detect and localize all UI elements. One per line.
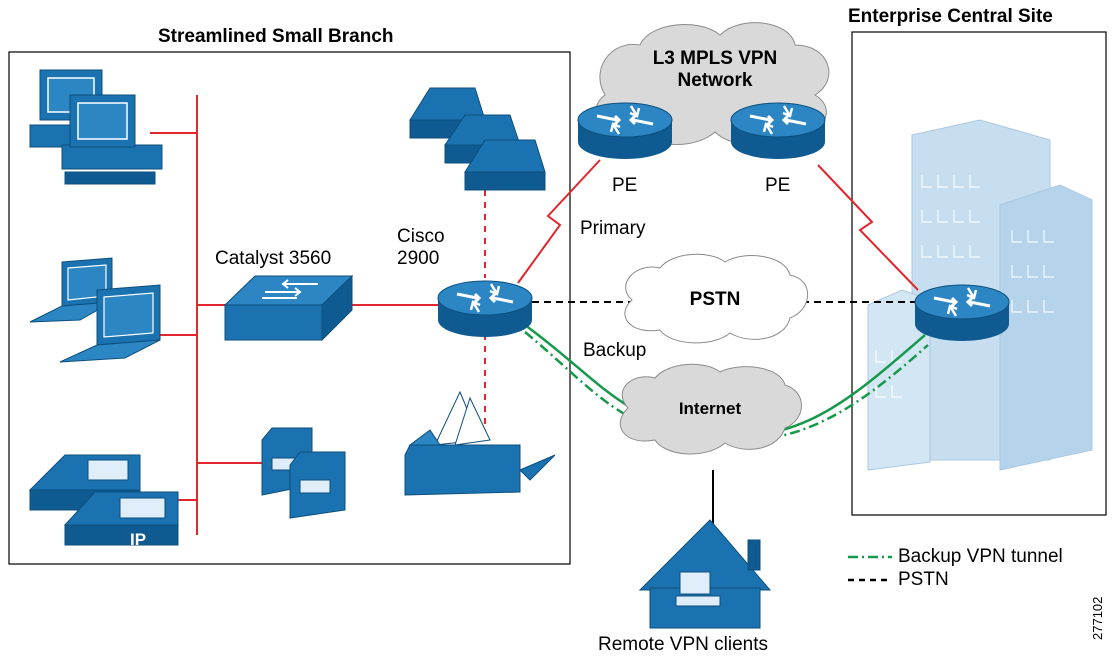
central-router-icon	[913, 283, 1011, 343]
wan-links	[517, 159, 919, 291]
desktop-computer-icon	[29, 69, 163, 185]
branch-router-icon	[436, 279, 534, 339]
pe-router-right-icon	[729, 101, 827, 161]
primary-label: Primary	[580, 218, 646, 239]
internet-cloud-label: Internet	[678, 399, 742, 418]
mpls-cloud-label-1: L3 MPLS VPN	[652, 48, 778, 69]
router-label-1: Cisco	[397, 226, 445, 247]
pstn-cloud-label: PSTN	[689, 289, 741, 310]
fax-icon	[404, 390, 556, 496]
internet-cloud-icon	[619, 363, 802, 455]
ip-phone-icon: IP	[28, 454, 179, 549]
phone-stack-icon	[409, 87, 546, 191]
switch-label: Catalyst 3560	[215, 248, 332, 269]
pe-router-left-icon	[576, 101, 674, 161]
switch-icon	[223, 274, 354, 342]
lan-bus	[150, 95, 440, 535]
figure-id: 277102	[1090, 596, 1105, 640]
backup-label: Backup	[583, 340, 647, 361]
ip-phone-badge: IP	[130, 530, 146, 549]
router-label-2: 2900	[397, 248, 440, 269]
legend-backup-tunnel: Backup VPN tunnel	[898, 546, 1063, 567]
laptop-icon	[29, 257, 161, 363]
pe-right-label: PE	[765, 175, 791, 196]
branch-title: Streamlined Small Branch	[158, 26, 394, 47]
central-site-box	[851, 31, 1107, 516]
remote-clients-label: Remote VPN clients	[598, 634, 769, 655]
server-icon	[261, 427, 346, 519]
building-icon	[867, 119, 1093, 471]
pstn-cloud-icon	[624, 253, 809, 344]
mpls-cloud-label-2: Network	[677, 70, 753, 91]
legend-pstn: PSTN	[898, 569, 949, 590]
pe-left-label: PE	[612, 175, 638, 196]
central-title: Enterprise Central Site	[848, 6, 1053, 27]
house-icon	[638, 519, 772, 629]
branch-site-box	[8, 51, 571, 565]
